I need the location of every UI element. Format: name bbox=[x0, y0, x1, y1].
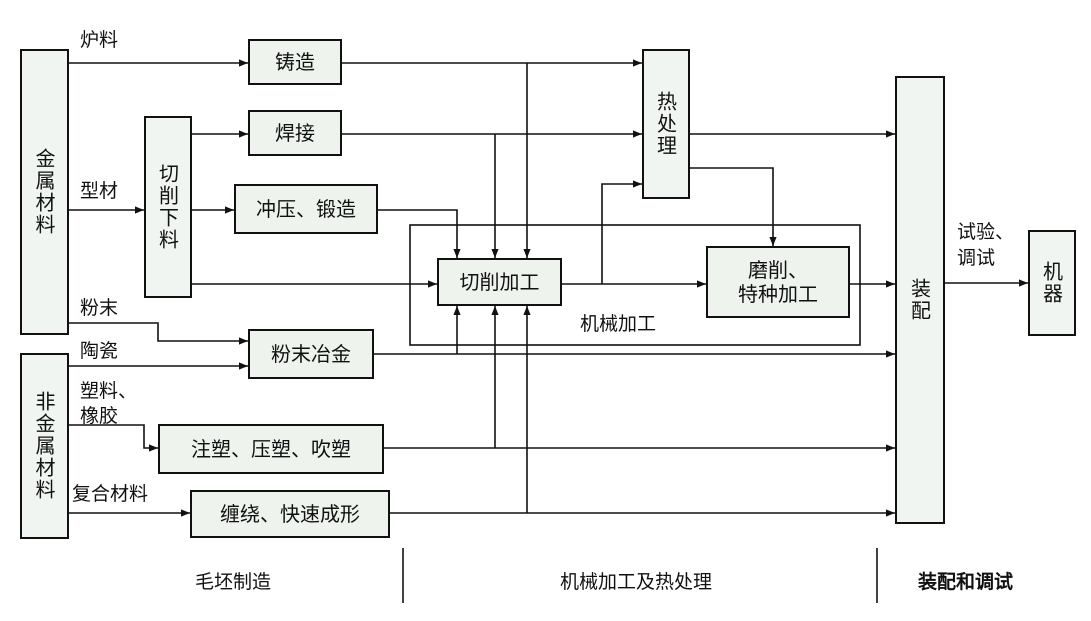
arrow-plastic-to-molding bbox=[68, 424, 158, 452]
powder-metallurgy-label: 粉末冶金 bbox=[271, 342, 351, 366]
heat-treatment-label: 热处理 bbox=[653, 91, 678, 157]
casting-box: 铸造 bbox=[248, 39, 342, 85]
machining-area-frame bbox=[409, 224, 861, 346]
arrow-heat-to-grinding bbox=[690, 167, 777, 246]
heat-treatment-box: 热处理 bbox=[642, 49, 690, 199]
input-composite-label: 复合材料 bbox=[72, 483, 149, 505]
input-plastic-label-1: 塑料、 bbox=[80, 380, 138, 402]
winding-label: 缠绕、快速成形 bbox=[220, 502, 360, 526]
input-profile-label: 型材 bbox=[80, 180, 119, 202]
input-ceramic-label: 陶瓷 bbox=[80, 340, 119, 362]
molding-label: 注塑、压塑、吹塑 bbox=[191, 437, 351, 461]
welding-label: 焊接 bbox=[275, 121, 315, 145]
grinding-label-1: 磨削、 bbox=[748, 258, 808, 282]
machining-label: 切削加工 bbox=[459, 270, 540, 294]
grinding-label-2: 特种加工 bbox=[738, 282, 818, 306]
machining-box: 切削加工 bbox=[437, 258, 562, 306]
stamping-forging-box: 冲压、锻造 bbox=[234, 184, 378, 234]
line-powder bbox=[68, 322, 248, 345]
powder-metallurgy-box: 粉末冶金 bbox=[248, 329, 374, 379]
grinding-special-box: 磨削、 特种加工 bbox=[706, 246, 850, 318]
test-label-1: 试验、 bbox=[957, 221, 1015, 243]
machining-area-label: 机械加工 bbox=[580, 313, 657, 335]
test-label-2: 调试 bbox=[957, 247, 996, 269]
machine-label: 机器 bbox=[1039, 261, 1064, 305]
nonmetal-materials-box: 非金属材料 bbox=[20, 353, 69, 539]
nonmetal-materials-label: 非金属材料 bbox=[32, 391, 56, 501]
assembly-box: 装配 bbox=[895, 76, 945, 524]
welding-box: 焊接 bbox=[248, 110, 342, 156]
machine-box: 机器 bbox=[1028, 230, 1076, 336]
stage-machining-heat-label: 机械加工及热处理 bbox=[560, 571, 713, 593]
stage-assembly-test-label: 装配和调试 bbox=[918, 571, 1014, 593]
metal-materials-box: 金属材料 bbox=[20, 49, 69, 335]
stage-blank-label: 毛坯制造 bbox=[195, 571, 272, 593]
assembly-label: 装配 bbox=[907, 278, 932, 322]
cutting-blank-box: 切削下料 bbox=[144, 116, 192, 298]
casting-label: 铸造 bbox=[275, 50, 315, 74]
stamping-forging-label: 冲压、锻造 bbox=[256, 197, 356, 221]
cutting-blank-label: 切削下料 bbox=[155, 163, 180, 251]
molding-box: 注塑、压塑、吹塑 bbox=[158, 424, 384, 474]
metal-materials-label: 金属材料 bbox=[32, 148, 56, 236]
input-powder-label: 粉末 bbox=[80, 297, 119, 319]
input-plastic-label-2: 橡胶 bbox=[80, 405, 119, 427]
winding-box: 缠绕、快速成形 bbox=[190, 490, 390, 538]
arrow-stamping-to-machining bbox=[378, 209, 461, 258]
line-machining-to-heat bbox=[601, 180, 642, 284]
input-furnace-label: 炉料 bbox=[80, 29, 119, 51]
